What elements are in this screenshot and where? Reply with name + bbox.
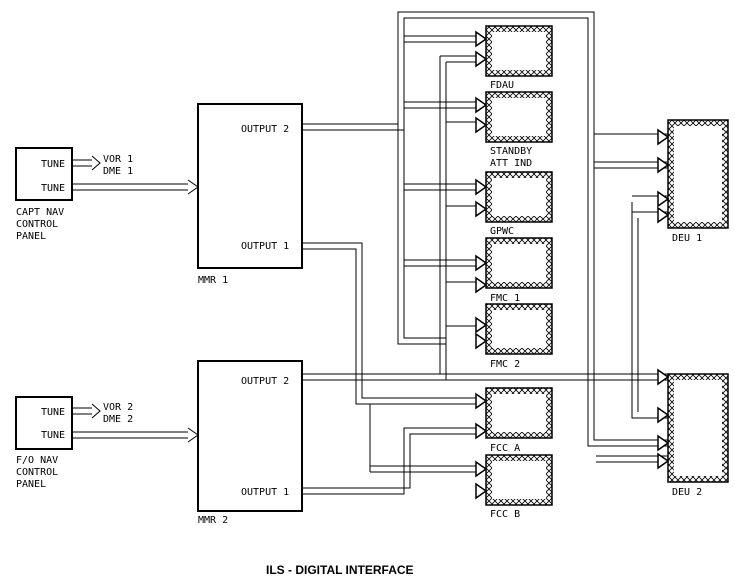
unit-fcc-a: FCC A bbox=[485, 387, 553, 454]
mmr1-output-2-label: OUTPUT 2 bbox=[241, 124, 289, 135]
capt-nav-control-panel: TUNE TUNE CAPT NAV CONTROL PANEL bbox=[15, 147, 73, 242]
fo-panel-label-line2: CONTROL bbox=[16, 467, 58, 478]
standby-label-line1: STANDBY bbox=[490, 146, 532, 157]
fmc1-label: FMC 1 bbox=[490, 293, 520, 304]
capt-panel-label-line2: CONTROL bbox=[16, 219, 58, 230]
unit-fmc-1: FMC 1 bbox=[485, 237, 553, 304]
fo-panel-label-line1: F/O NAV bbox=[16, 455, 58, 466]
fo-tune-2-label: TUNE bbox=[41, 430, 65, 441]
mmr2-output2-bus bbox=[302, 55, 668, 381]
mmr2-output-1-label: OUTPUT 1 bbox=[241, 487, 289, 498]
capt-dme-label: DME 1 bbox=[103, 166, 133, 177]
mmr2-output1-bus bbox=[302, 404, 476, 495]
fmc2-label: FMC 2 bbox=[490, 359, 520, 370]
unit-input-arrows bbox=[475, 30, 670, 500]
capt-tune-2-label: TUNE bbox=[41, 183, 65, 194]
mmr1-label: MMR 1 bbox=[198, 275, 228, 286]
fo-dme-label: DME 2 bbox=[103, 414, 133, 425]
mmr2-output-2-label: OUTPUT 2 bbox=[241, 376, 289, 387]
mmr2-label: MMR 2 bbox=[198, 515, 228, 526]
mmr1-output2-bus bbox=[302, 11, 668, 345]
deu-wiring bbox=[587, 134, 668, 463]
fo-nav-control-panel: TUNE TUNE F/O NAV CONTROL PANEL bbox=[15, 396, 73, 490]
mmr1-output-1-label: OUTPUT 1 bbox=[241, 241, 289, 252]
fo-tune-1-label: TUNE bbox=[41, 407, 65, 418]
unit-standby-att-ind: STANDBY ATT IND bbox=[485, 91, 553, 169]
capt-panel-label-line1: CAPT NAV bbox=[16, 207, 64, 218]
fcca-label: FCC A bbox=[490, 443, 520, 454]
unit-fmc-2: FMC 2 bbox=[485, 303, 553, 370]
diagram-title: ILS - DIGITAL INTERFACE bbox=[266, 563, 414, 577]
standby-label-line2: ATT IND bbox=[490, 158, 532, 169]
capt-tune-1-label: TUNE bbox=[41, 159, 65, 170]
fccb-label: FCC B bbox=[490, 509, 520, 520]
mmr1-output1-bus bbox=[302, 242, 476, 405]
capt-panel-label-line3: PANEL bbox=[16, 231, 46, 242]
unit-fcc-b: FCC B bbox=[485, 454, 553, 520]
fo-panel-label-line3: PANEL bbox=[16, 479, 46, 490]
fo-vor-label: VOR 2 bbox=[103, 402, 133, 413]
mmr-2-unit: OUTPUT 2 OUTPUT 1 MMR 2 bbox=[197, 360, 303, 526]
gpwc-label: GPWC bbox=[490, 226, 514, 237]
fdau-label: FDAU bbox=[490, 80, 514, 91]
capt-vor-label: VOR 1 bbox=[103, 154, 133, 165]
unit-gpwc: GPWC bbox=[485, 171, 553, 237]
mmr-1-unit: OUTPUT 2 OUTPUT 1 MMR 1 bbox=[197, 103, 303, 286]
unit-deu-2: DEU 2 bbox=[667, 373, 729, 498]
deu1-label: DEU 1 bbox=[672, 233, 702, 244]
deu2-label: DEU 2 bbox=[672, 487, 702, 498]
unit-deu-1: DEU 1 bbox=[667, 119, 729, 244]
unit-fdau: FDAU bbox=[485, 25, 553, 91]
